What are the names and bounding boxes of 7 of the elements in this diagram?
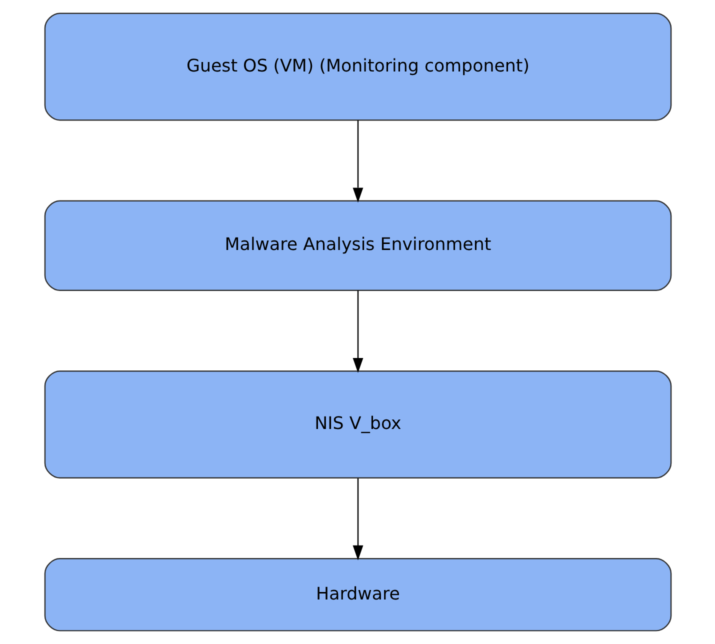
- node-box: Hardware: [44, 558, 672, 632]
- arrow: [352, 290, 363, 373]
- arrow: [352, 120, 363, 203]
- node-box: Malware Analysis Environment: [44, 200, 672, 291]
- node-box: NIS V_box: [44, 370, 672, 479]
- node-box: Guest OS (VM) (Monitoring component): [44, 12, 672, 121]
- arrow: [352, 478, 363, 560]
